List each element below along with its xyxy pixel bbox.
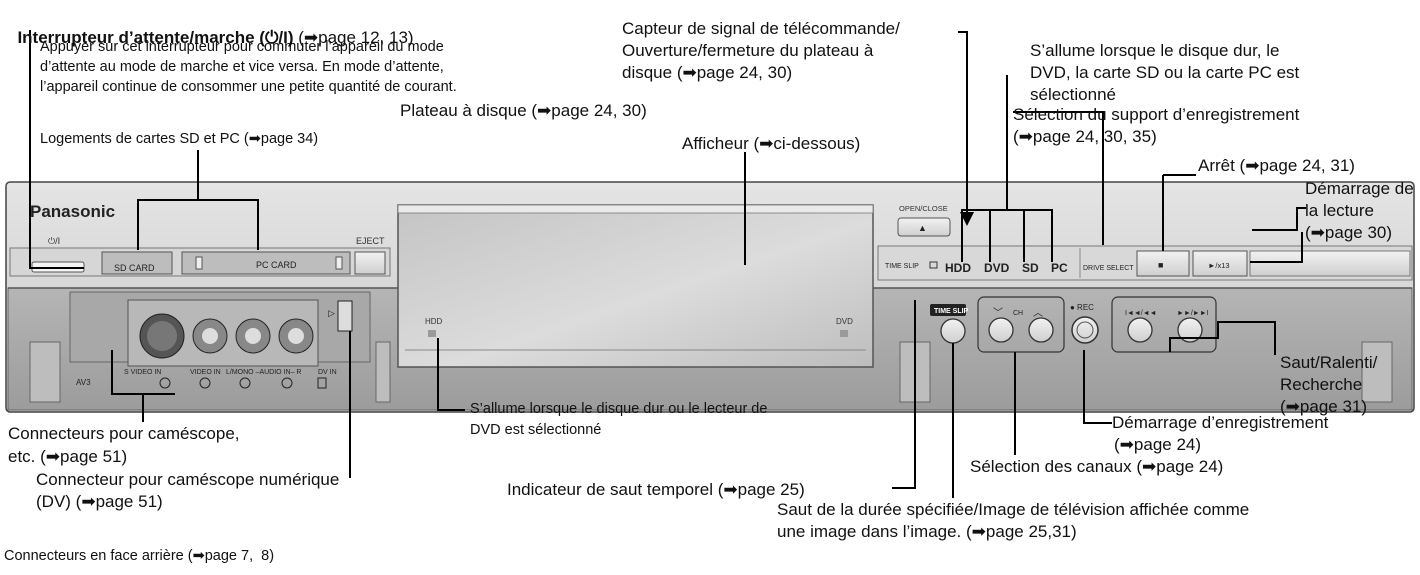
drive-select-label-2: (➡page 24, 30, 35) — [1013, 127, 1157, 146]
skip-label-1: Saut/Ralenti/ — [1280, 353, 1378, 372]
eject-text: EJECT — [356, 236, 385, 246]
lights-label-3: sélectionné — [1030, 85, 1117, 104]
time-slip-indicator — [929, 261, 938, 269]
sd-card-slot — [101, 251, 173, 275]
rec-label-2: (➡page 24) — [1114, 435, 1202, 454]
play-label-2: la lecture — [1305, 201, 1374, 220]
standby-title: Interrupteur d’attente/marche (⏻/I) (➡pa… — [17, 28, 414, 47]
play-label-3: (➡page 30) — [1305, 223, 1393, 242]
play-label-1: Démarrage de — [1305, 179, 1414, 198]
tray-light-label-1: S’allume lorsque le disque dur ou le lec… — [470, 401, 768, 417]
av3-label: AV3 — [76, 378, 91, 387]
display-label: Afficheur (➡ci-dessous) — [682, 134, 861, 153]
standby-ref: (➡page 12, 13) — [293, 28, 414, 47]
standby-desc-2: d’attente au mode de marche et vice vers… — [40, 59, 444, 75]
remote-sensor-label-2: Ouverture/fermeture du plateau à — [622, 41, 874, 60]
time-slip-indicator-label: Indicateur de saut temporel (➡page 25) — [507, 480, 805, 499]
play-button — [1192, 250, 1248, 277]
remote-sensor-label-3: disque (➡page 24, 30) — [622, 63, 793, 82]
tray-light-label-2: DVD est sélectionné — [470, 422, 602, 438]
drive-select-label: DRIVE SELECT — [1083, 265, 1134, 272]
skip-label-3: (➡page 31) — [1280, 397, 1368, 416]
svg-text:■: ■ — [1158, 260, 1163, 270]
pc-card-slot — [181, 251, 351, 275]
svg-text:I◄◄/◄◄: I◄◄/◄◄ — [1125, 310, 1157, 317]
hdd-text: HDD — [945, 261, 971, 275]
remote-sensor-label-1: Capteur de signal de télécommande/ — [622, 19, 900, 38]
eject-button — [354, 251, 386, 275]
standby-desc-3: l’appareil continue de consommer une pet… — [40, 79, 457, 95]
svg-text:CH: CH — [1013, 310, 1023, 317]
drive-select-label-1: Sélection du support d’enregistrement — [1013, 105, 1300, 124]
dv-label-2: (DV) (➡page 51) — [36, 492, 163, 511]
svg-text:►►/►►I: ►►/►►I — [1177, 310, 1209, 317]
standby-symbol: ⏻/I — [48, 236, 60, 246]
sd-text: SD — [1022, 261, 1039, 275]
time-slip-label-2: une image dans l’image. (➡page 25,31) — [777, 522, 1077, 541]
time-slip-button-tag — [930, 304, 966, 316]
rec-button — [1071, 316, 1099, 344]
disc-tray — [397, 204, 874, 368]
dv-in-label: DV IN — [318, 369, 337, 376]
dvd-text: DVD — [984, 261, 1010, 275]
s-video-in-label: S VIDEO IN — [124, 369, 161, 376]
svg-text:● REC: ● REC — [1070, 303, 1094, 312]
svg-text:︿: ︿ — [1033, 308, 1043, 319]
ch-down-button — [988, 317, 1014, 343]
standby-desc-1: Appuyer sur cet interrupteur pour commut… — [40, 39, 444, 55]
svg-text:►/x13: ►/x13 — [1208, 261, 1230, 270]
camcorder-label-1: Connecteurs pour caméscope, — [8, 424, 240, 443]
brand-logo: Panasonic — [30, 202, 115, 221]
stop-label: Arrêt (➡page 24, 31) — [1198, 156, 1355, 175]
svg-text:TIME SLIP: TIME SLIP — [934, 308, 969, 315]
time-slip-strip-label: TIME SLIP — [885, 263, 919, 270]
lights-label-1: S’allume lorsque le disque dur, le — [1030, 41, 1280, 60]
pc-text: PC — [1051, 261, 1068, 275]
lights-label-2: DVD, la carte SD ou la carte PC est — [1030, 63, 1300, 82]
skip-back-button — [1127, 317, 1153, 343]
open-close-label: OPEN/CLOSE — [899, 204, 948, 213]
standby-switch — [31, 261, 85, 273]
card-slots-label: Logements de cartes SD et PC (➡page 34) — [40, 131, 319, 147]
svg-text:▷: ▷ — [328, 308, 335, 318]
channel-group — [977, 296, 1065, 353]
rear-connectors-label: Connecteurs en face arrière (➡page 7, 8) — [4, 548, 275, 564]
dvd-indicator — [840, 330, 848, 337]
ch-up-button — [1028, 317, 1054, 343]
tray-dvd-label: DVD — [836, 317, 853, 326]
dv-label-1: Connecteur pour caméscope numérique — [36, 470, 340, 489]
rec-label-1: Démarrage d’enregistrement — [1112, 413, 1329, 432]
disc-tray-label: Plateau à disque (➡page 24, 30) — [400, 101, 647, 120]
camcorder-label-2: etc. (➡page 51) — [8, 447, 128, 466]
audio-in-label: L/MONO –AUDIO IN– R — [226, 369, 301, 376]
time-slip-button — [940, 318, 966, 344]
hdd-indicator — [428, 330, 436, 337]
skip-label-2: Recherche — [1280, 375, 1363, 394]
svg-text:▲: ▲ — [918, 223, 927, 233]
svg-text:﹀: ﹀ — [993, 307, 1003, 319]
dv-jack — [337, 300, 353, 332]
video-in-label: VIDEO IN — [190, 369, 221, 376]
pc-card-label: PC CARD — [256, 260, 297, 270]
channel-label: Sélection des canaux (➡page 24) — [970, 457, 1224, 476]
stop-button — [1136, 250, 1190, 277]
sd-card-label: SD CARD — [114, 263, 155, 273]
open-close-button — [897, 217, 951, 237]
tray-hdd-label: HDD — [425, 317, 443, 326]
time-slip-label-1: Saut de la durée spécifiée/Image de télé… — [777, 500, 1250, 519]
skip-forward-button — [1177, 317, 1203, 343]
